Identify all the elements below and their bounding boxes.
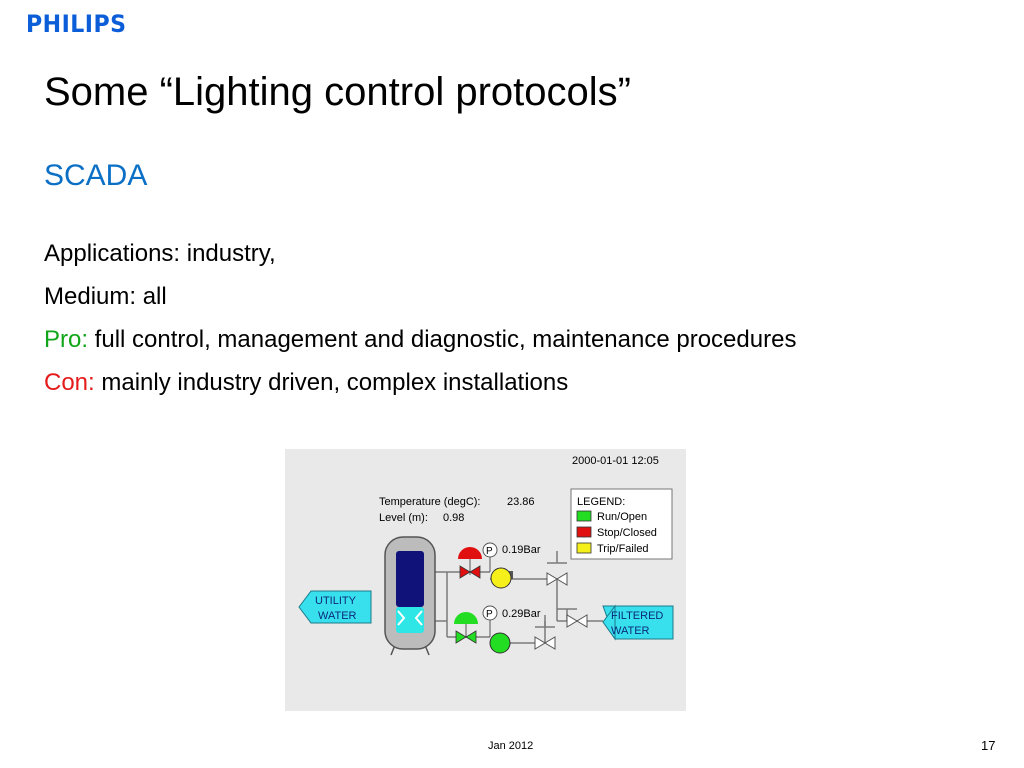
legend-label-stop-closed: Stop/Closed <box>597 527 657 539</box>
con-line: Con: mainly industry driven, complex ins… <box>44 363 796 406</box>
pro-label: Pro: <box>44 326 89 353</box>
tank-water-level <box>396 607 424 633</box>
actuator-icon <box>458 547 482 559</box>
footer-date: Jan 2012 <box>488 740 534 752</box>
con-label: Con: <box>44 369 95 396</box>
tank <box>384 536 436 656</box>
level-value: 0.98 <box>443 512 464 524</box>
con-text: mainly industry driven, complex installa… <box>94 369 569 396</box>
applications-line: Applications: industry, <box>44 240 276 267</box>
legend-label-trip-failed: Trip/Failed <box>597 543 649 555</box>
valves <box>534 572 588 650</box>
control-valve-icon <box>459 565 471 579</box>
utility-water-line2: WATER <box>318 610 357 622</box>
legend-label-run-open: Run/Open <box>597 511 647 523</box>
valve-icon <box>534 636 546 650</box>
legend-swatch-trip-failed <box>576 542 592 554</box>
pressure-top: 0.19Bar <box>502 544 541 556</box>
filtered-water-line2: WATER <box>611 625 650 637</box>
valve-icon <box>556 572 568 586</box>
utility-water-tag <box>298 590 372 624</box>
filtered-water-line1: FILTERED <box>611 610 663 622</box>
pressure-bottom: 0.29Bar <box>502 608 541 620</box>
level-label: Level (m): <box>379 512 428 524</box>
bottom-pump-assembly <box>454 605 511 654</box>
scada-diagram: 2000-01-01 12:05 Temperature (degC): 23.… <box>285 449 686 711</box>
slide-body: Applications: industry, Medium: all Pro:… <box>44 234 796 406</box>
scada-diagram-svg: 2000-01-01 12:05 Temperature (degC): 23.… <box>298 455 674 656</box>
legend-swatch-stop-closed <box>576 526 592 538</box>
gauge-label-bottom: P <box>486 609 493 620</box>
pump-icon <box>489 632 511 654</box>
medium-line: Medium: all <box>44 283 167 310</box>
philips-logo: PHILIPS <box>26 10 127 38</box>
timestamp: 2000-01-01 12:05 <box>572 455 659 467</box>
valve-icon <box>544 636 556 650</box>
gauge-label-top: P <box>486 546 493 557</box>
legend-swatch-run-open <box>576 510 592 522</box>
legend-title: LEGEND: <box>577 496 625 508</box>
slide-title: Some “Lighting control protocols” <box>44 70 631 114</box>
pro-text: full control, management and diagnostic,… <box>88 326 797 353</box>
top-pump-assembly <box>458 542 513 589</box>
actuator-icon <box>454 612 478 624</box>
valve-icon <box>576 614 588 628</box>
page-number: 17 <box>981 738 996 753</box>
control-valve-icon <box>455 630 467 644</box>
pump-icon <box>490 567 512 589</box>
tank-content <box>396 551 424 607</box>
temperature-value: 23.86 <box>507 496 535 508</box>
slide-subtitle: SCADA <box>44 159 148 192</box>
valve-icon <box>546 572 558 586</box>
valve-icon <box>566 614 578 628</box>
utility-water-line1: UTILITY <box>315 595 357 607</box>
temperature-label: Temperature (degC): <box>379 496 481 508</box>
pro-line: Pro: full control, management and diagno… <box>44 320 796 363</box>
